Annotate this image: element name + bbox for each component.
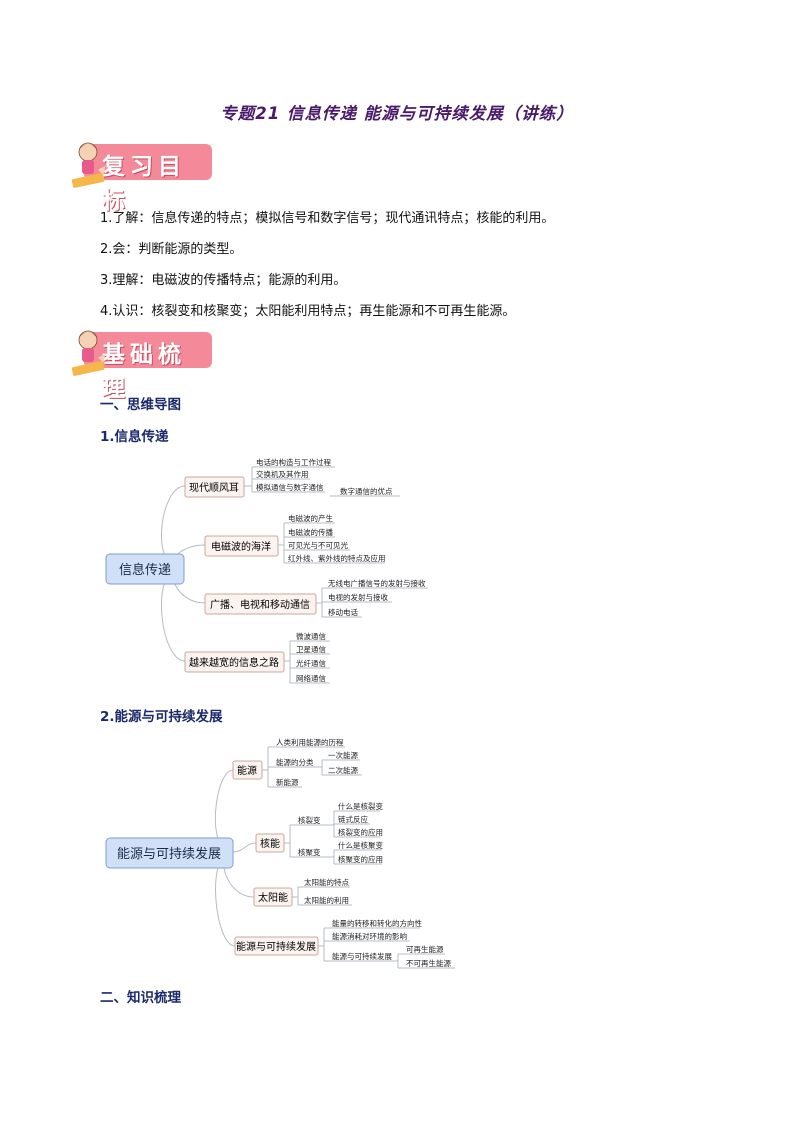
leaf: 什么是核裂变 [338,801,383,811]
mindmap2-root-label: 能源与可持续发展 [117,846,221,862]
leaf: 不可再生能源 [406,958,451,968]
map2-branch-1: 能源 [237,764,257,777]
leaf: 核聚变 [298,847,321,857]
map1-heading: 1.信息传递 [100,429,169,445]
map1-branch-1: 现代顺风耳 [189,482,239,494]
mindmap1-root-label: 信息传递 [119,562,171,578]
mindmap-energy: 能源与可持续发展 能源 核能 太阳能 能源与可持续发展 人类利用能源的历程 能源… [105,737,455,969]
objective-1: 1.了解：信息传递的特点；模拟信号和数字信号；现代通讯特点；核能的利用。 [100,211,555,226]
leaf: 微波通信 [296,631,326,641]
banner-pill: 基础梳理 [84,332,212,402]
leaf: 模拟通信与数字通信 [256,482,324,492]
review-goals-banner: 复习目标 [70,138,218,214]
leaf: 交换机及其作用 [256,469,309,479]
leaf: 无线电广播信号的发射与接收 [328,578,426,588]
banner-pill: 复习目标 [84,144,212,214]
objective-2: 2.会：判断能源的类型。 [100,242,243,257]
section-heading-mindmap: 一、思维导图 [100,397,181,413]
leaf: 红外线、紫外线的特点及应用 [288,553,386,563]
leaf: 链式反应 [338,814,368,824]
objective-3: 3.理解：电磁波的传播特点；能源的利用。 [100,273,347,288]
leaf: 二次能源 [328,765,358,775]
leaf: 能源的分类 [276,757,314,767]
section-heading-knowledge: 二、知识梳理 [100,990,181,1006]
map1-branch-3: 广播、电视和移动通信 [210,598,310,611]
leaf: 卫星通信 [296,644,326,654]
map1-branch-2: 电磁波的海洋 [211,540,271,553]
mindmap1-root [105,553,185,585]
leaf: 光纤通信 [296,658,326,668]
leaf: 什么是核聚变 [338,840,383,850]
girl-with-pencil-icon [71,142,106,188]
leaf: 一次能源 [328,750,358,760]
map2-branch-2: 核能 [260,837,280,850]
leaf: 核裂变 [298,815,321,825]
leaf: 能源与可持续发展 [332,951,392,961]
leaf: 网络通信 [296,673,326,683]
leaf: 可再生能源 [406,944,444,954]
leaf: 电视的发射与接收 [328,592,388,602]
basic-review-banner: 基础梳理 [70,326,218,402]
mindmap-information: 信息传递 现代顺风耳 电磁波的海洋 广播、电视和移动通信 越来越宽的信息之路 电… [105,457,428,684]
map1-branch-4: 越来越宽的信息之路 [189,656,279,669]
banner-label: 基础梳理 [102,341,186,402]
map2-branch-3: 太阳能 [258,891,288,904]
leaf: 核裂变的应用 [338,827,383,837]
leaf: 可见光与不可见光 [288,540,348,550]
leaf: 核聚变的应用 [338,854,383,864]
leaf: 太阳能的特点 [304,877,349,887]
leaf: 数字通信的优点 [340,486,393,496]
objective-4: 4.认识：核裂变和核聚变；太阳能利用特点；再生能源和不可再生能源。 [100,304,516,319]
leaf: 能源消耗对环境的影响 [332,931,407,941]
leaf: 电话的构造与工作过程 [256,457,331,467]
leaf: 电磁波的传播 [288,527,333,537]
leaf: 新能源 [276,777,299,787]
leaf: 电磁波的产生 [288,513,333,523]
mindmap2-root [105,837,234,869]
map2-branch-4: 能源与可持续发展 [236,940,316,953]
leaf: 移动电话 [328,607,358,617]
girl-with-pencil-icon [71,330,106,376]
banner-label: 复习目标 [102,153,186,214]
leaf: 能量的转移和转化的方向性 [332,918,422,928]
leaf: 人类利用能源的历程 [276,737,344,747]
leaf: 太阳能的利用 [304,895,349,905]
map2-heading: 2.能源与可持续发展 [100,709,223,725]
page-title: 专题21 信息传递 能源与可持续发展（讲练） [220,104,574,123]
